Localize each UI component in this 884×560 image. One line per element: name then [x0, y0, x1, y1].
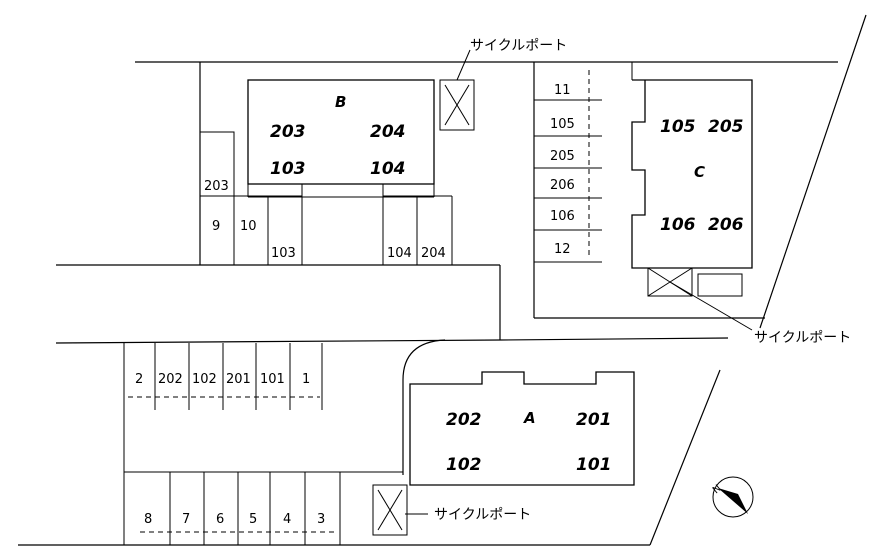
parking-mid: [123, 343, 323, 472]
building-c: [631, 79, 753, 269]
parking-stall-label: 202: [158, 372, 183, 387]
parking-stall-label: 10: [240, 219, 257, 234]
cycle-port-label-a: サイクルポート: [434, 507, 531, 523]
parking-stall-label: 2: [135, 372, 143, 387]
site-boundary: [18, 14, 867, 546]
parking-stall-label: 1: [302, 372, 310, 387]
cycle-port-a: [372, 484, 428, 536]
parking-stall-label: 3: [317, 512, 325, 527]
road-outline: [55, 264, 729, 475]
building-b-name: B: [335, 93, 346, 111]
parking-stall-label: 201: [226, 372, 251, 387]
compass-icon: N: [711, 476, 754, 518]
building-a-unit: 201: [576, 410, 612, 430]
parking-stall-label: 11: [554, 83, 571, 98]
parking-stall-label: 8: [144, 512, 152, 527]
building-a-unit: 101: [576, 455, 612, 475]
building-b: [247, 79, 435, 185]
building-c-name: C: [694, 163, 705, 181]
building-b-unit: 204: [370, 122, 406, 142]
building-b-area: [199, 62, 453, 265]
parking-stall-label: 7: [182, 512, 190, 527]
parking-stall-label: 5: [249, 512, 257, 527]
cycle-port-label-b: サイクルポート: [470, 38, 567, 54]
building-a-name: A: [523, 409, 536, 427]
parking-stall-label: 205: [550, 149, 575, 164]
building-c-unit: 105: [660, 117, 696, 137]
parking-stall-label: 6: [216, 512, 224, 527]
building-b-unit: 203: [270, 122, 306, 142]
building-c-area: [533, 62, 765, 331]
parking-stall-label: 9: [212, 219, 220, 234]
cycle-port-label-c: サイクルポート: [754, 330, 851, 346]
parking-stall-label: 203: [204, 179, 229, 194]
building-b-unit: 104: [370, 159, 406, 179]
building-a-unit: 202: [446, 410, 482, 430]
building-c-unit: 106: [660, 215, 696, 235]
building-a: [409, 371, 635, 486]
cycle-port-b: [439, 49, 475, 131]
building-b-unit: 103: [270, 159, 306, 179]
parking-stall-label: 4: [283, 512, 291, 527]
parking-stall-label: 102: [192, 372, 217, 387]
parking-stall-label: 12: [554, 242, 571, 257]
parking-stall-label: 204: [421, 246, 446, 261]
parking-stall-label: 106: [550, 209, 575, 224]
parking-stall-label: 206: [550, 178, 575, 193]
building-a-unit: 102: [446, 455, 482, 475]
parking-stall-label: 105: [550, 117, 575, 132]
parking-stall-label: 103: [271, 246, 296, 261]
building-c-unit: 206: [708, 215, 744, 235]
parking-bottom: [123, 472, 341, 545]
building-a-area: [124, 371, 635, 486]
parking-stall-label: 104: [387, 246, 412, 261]
cycle-port-c: [647, 267, 693, 297]
parking-stall-label: 101: [260, 372, 285, 387]
building-c-unit: 205: [708, 117, 744, 137]
